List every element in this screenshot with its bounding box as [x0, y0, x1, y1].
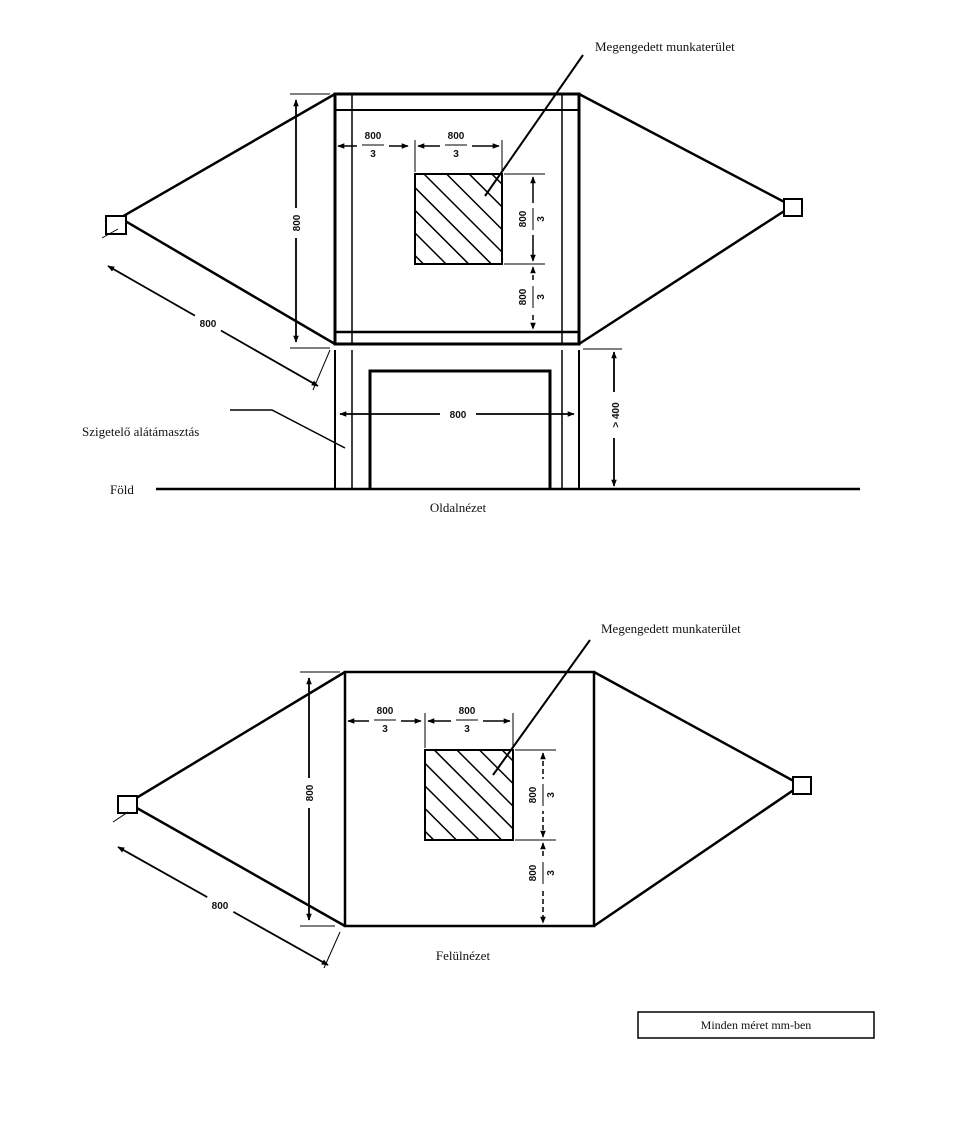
- side-support-opening: [368, 369, 552, 489]
- side-dim-diagonal-label: 800: [200, 319, 217, 330]
- side-work-area-leader: [484, 54, 584, 197]
- side-dim-clearance-label: > 400: [611, 402, 622, 428]
- side-dim-third-1-num: 800: [365, 131, 382, 142]
- top-dim-third-2-den: 3: [464, 724, 470, 735]
- side-insulating-support-label: Szigetelő alátámasztás: [82, 424, 199, 439]
- side-dim-third-1-den: 3: [370, 149, 376, 160]
- side-dim-width-label: 800: [450, 410, 467, 421]
- side-work-area: [414, 173, 503, 265]
- top-dim-third-4-den: 3: [546, 870, 557, 876]
- side-view: Megengedett munkaterület 800 800 800 3 8…: [82, 39, 860, 515]
- side-right-electrode-icon: [783, 198, 803, 217]
- units-note-text: Minden méret mm-ben: [701, 1018, 812, 1032]
- top-dim-third-1-num: 800: [377, 706, 394, 717]
- side-dim-third-4-den: 3: [536, 294, 547, 300]
- side-square-frame: [333, 92, 581, 346]
- side-dim-third-2-den: 3: [453, 149, 459, 160]
- top-work-area: [424, 749, 514, 841]
- top-view: Megengedett munkaterület 800 800 800 3 8…: [112, 621, 812, 969]
- top-dim-third-4-num: 800: [528, 864, 539, 881]
- side-view-title: Oldalnézet: [430, 500, 487, 515]
- units-note-box: [637, 1011, 875, 1039]
- top-work-area-leader: [492, 639, 591, 776]
- top-right-electrode-icon: [792, 776, 812, 795]
- side-dim-third-3-num: 800: [518, 210, 529, 227]
- top-dim-height-label: 800: [305, 784, 316, 801]
- side-dim-height-label: 800: [292, 214, 303, 231]
- side-dim-third-3-den: 3: [536, 216, 547, 222]
- top-right-conductor: [593, 670, 804, 928]
- top-left-electrode-icon: [117, 795, 138, 814]
- top-dim-diagonal-label: 800: [212, 901, 229, 912]
- side-dim-third-4-num: 800: [518, 288, 529, 305]
- top-dim-third-2-num: 800: [459, 706, 476, 717]
- side-insulating-support-leader: [230, 409, 346, 449]
- top-dim-third-1-den: 3: [382, 724, 388, 735]
- top-work-area-label: Megengedett munkaterület: [601, 621, 741, 636]
- top-view-title: Felülnézet: [436, 948, 491, 963]
- side-ground-label: Föld: [110, 482, 134, 497]
- top-square-frame: [343, 670, 596, 928]
- top-dim-third-3-num: 800: [528, 786, 539, 803]
- top-dim-third-3-den: 3: [546, 792, 557, 798]
- side-left-electrode-icon: [105, 215, 127, 235]
- side-right-conductor: [578, 92, 795, 346]
- side-dim-third-2-num: 800: [448, 131, 465, 142]
- side-work-area-label: Megengedett munkaterület: [595, 39, 735, 54]
- units-note: Minden méret mm-ben: [637, 1011, 875, 1039]
